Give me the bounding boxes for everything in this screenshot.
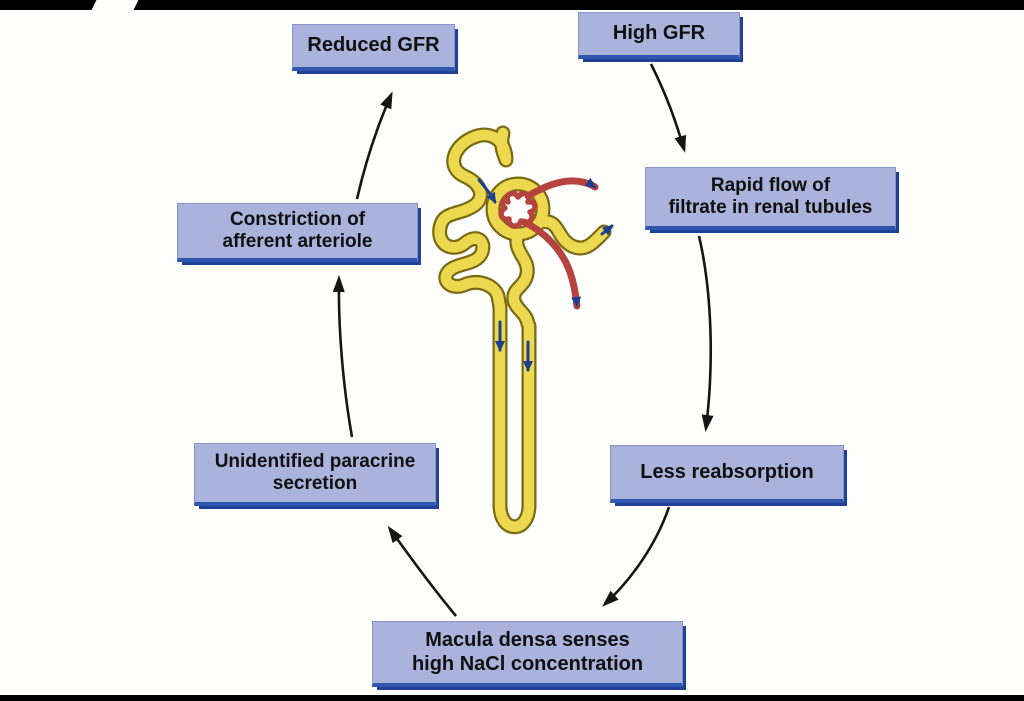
- flow-arrows: [477, 178, 614, 372]
- node-label: filtrate in renal tubules: [668, 197, 873, 218]
- node-reduced-gfr: Reduced GFR: [292, 24, 455, 71]
- arrow-macula-densa-to-paracrine: [387, 525, 457, 617]
- bowman-capsule: [487, 178, 549, 240]
- node-less-reabsorption: Less reabsorption: [610, 445, 844, 503]
- node-rapid-flow: Rapid flow of filtrate in renal tubules: [645, 167, 896, 230]
- node-macula-densa: Macula densa senses high NaCl concentrat…: [372, 621, 683, 687]
- node-label: Unidentified paracrine: [214, 450, 416, 472]
- glomerulus: [498, 190, 538, 229]
- node-label: Macula densa senses: [425, 629, 630, 652]
- node-high-gfr: High GFR: [578, 12, 740, 59]
- blood-vessels: [520, 177, 599, 310]
- node-label: high NaCl concentration: [411, 652, 644, 675]
- arrow-less-reabsorption-to-macula-densa: [602, 506, 671, 607]
- node-label: Constriction of: [229, 208, 366, 230]
- node-label: Rapid flow of: [710, 174, 831, 196]
- arrow-high-gfr-to-rapid-flow: [649, 63, 687, 153]
- node-label: afferent arteriole: [222, 231, 373, 252]
- node-label: High GFR: [612, 22, 706, 45]
- arrow-constriction-to-reduced-gfr: [355, 91, 393, 200]
- tubule-fill: [434, 127, 610, 532]
- bottom-border-bar: [0, 695, 1024, 701]
- top-border-bar: [0, 0, 1024, 10]
- node-label: secretion: [272, 473, 358, 494]
- nephron-illustration: [432, 125, 614, 535]
- node-label: Less reabsorption: [640, 460, 814, 483]
- arrow-rapid-flow-to-less-reabsorption: [697, 235, 714, 432]
- arrow-paracrine-to-constriction: [332, 275, 354, 438]
- node-paracrine-secretion: Unidentified paracrine secretion: [194, 443, 436, 506]
- node-label: Reduced GFR: [307, 34, 440, 57]
- node-constriction: Constriction of afferent arteriole: [177, 203, 418, 262]
